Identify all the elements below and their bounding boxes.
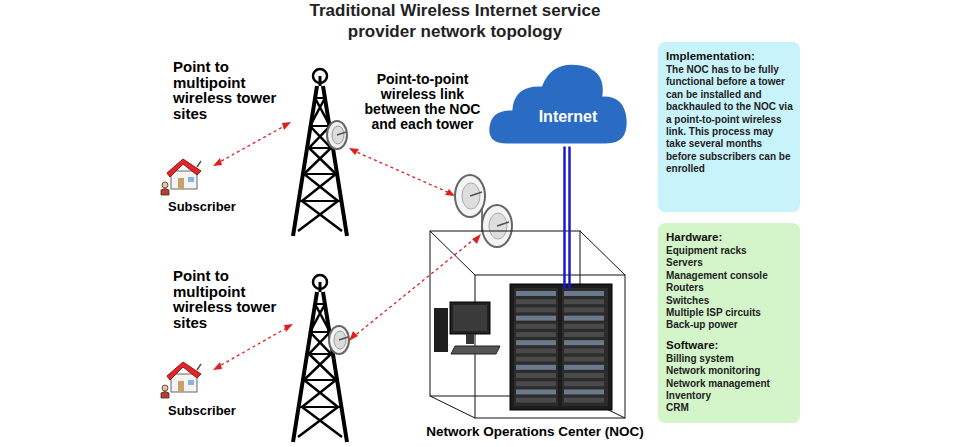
subscriber-label: Subscriber: [168, 403, 258, 418]
box-text: Back-up power: [666, 319, 794, 331]
subscriber-label: Subscriber: [168, 199, 258, 214]
tower-site-label: Point to multipoint wireless tower sites: [173, 59, 283, 121]
box-heading: Implementation:: [666, 49, 794, 63]
uplink-line: [568, 141, 571, 289]
tower-site-label: Point to multipoint wireless tower sites: [173, 268, 283, 330]
box-heading: Software:: [666, 338, 794, 352]
uplink-connector: [565, 141, 570, 289]
box-text: Equipment racks: [666, 245, 794, 257]
box-heading: Hardware:: [666, 230, 794, 244]
implementation-box: Implementation:The NOC has to be fully f…: [658, 42, 800, 212]
diagram-title: Traditional Wireless Internet service pr…: [280, 0, 630, 42]
box-text: Network monitoring: [666, 365, 794, 377]
box-text: Billing system: [666, 353, 794, 365]
box-text: Routers: [666, 282, 794, 294]
cloud-shape: [485, 55, 630, 147]
equipment-box: Hardware:Equipment racksServersManagemen…: [658, 223, 800, 423]
box-text: Servers: [666, 257, 794, 269]
noc-heading: Network Operations Center (NOC): [410, 424, 660, 440]
noc-box: Network Operations Center (NOC): [430, 231, 625, 418]
box-text: Inventory: [666, 390, 794, 402]
box-text: Multiple ISP circuits: [666, 307, 794, 319]
box-text: CRM: [666, 402, 794, 414]
box-text: Management console: [666, 270, 794, 282]
link-label: Point-to-point wireless link between the…: [360, 72, 485, 132]
uplink-line: [563, 141, 566, 289]
cloud-label: Internet: [523, 107, 613, 127]
box-text: Switches: [666, 295, 794, 307]
box-text: Network management: [666, 378, 794, 390]
box-text: The NOC has to be fully functional befor…: [666, 64, 794, 176]
internet-cloud: Internet: [485, 55, 630, 147]
